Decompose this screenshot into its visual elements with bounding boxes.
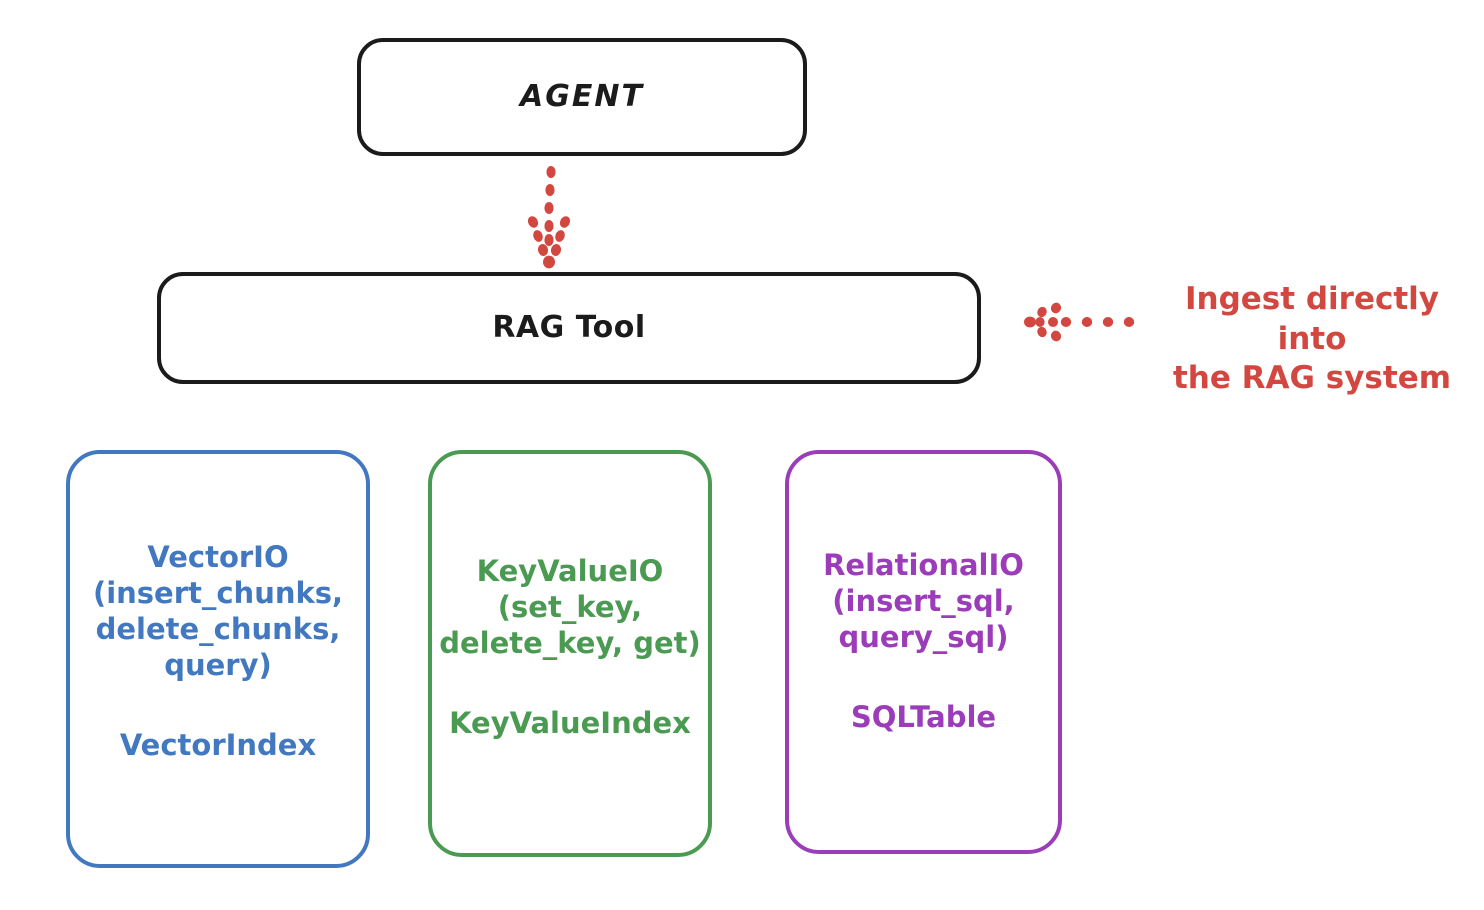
node-vector-io-index-label: VectorIndex [119, 727, 317, 762]
node-agent[interactable]: AGENT [357, 38, 807, 156]
node-vector-io[interactable]: VectorIO (insert_chunks, delete_chunks, … [66, 450, 370, 868]
node-vector-io-label: VectorIO (insert_chunks, delete_chunks, … [92, 540, 344, 682]
node-agent-label: AGENT [520, 79, 644, 115]
node-keyvalue-io-label: KeyValueIO (set_key, delete_key, get) [439, 554, 701, 660]
node-keyvalue-io-index-label: KeyValueIndex [449, 705, 691, 740]
annotation-ingest-text: Ingest directly into the RAG system [1172, 281, 1452, 397]
arrow-agent-to-rag-tool [527, 166, 571, 269]
node-rag-tool[interactable]: RAG Tool [157, 272, 981, 384]
node-rag-tool-label: RAG Tool [492, 310, 646, 346]
node-keyvalue-io[interactable]: KeyValueIO (set_key, delete_key, get) Ke… [428, 450, 712, 857]
arrow-ingest-to-rag-tool [1024, 302, 1135, 342]
node-relational-io[interactable]: RelationalIO (insert_sql, query_sql) SQL… [785, 450, 1062, 854]
annotation-ingest: Ingest directly into the RAG system [1148, 280, 1476, 399]
node-relational-io-label: RelationalIO (insert_sql, query_sql) [823, 548, 1024, 654]
node-relational-io-index-label: SQLTable [850, 699, 997, 734]
